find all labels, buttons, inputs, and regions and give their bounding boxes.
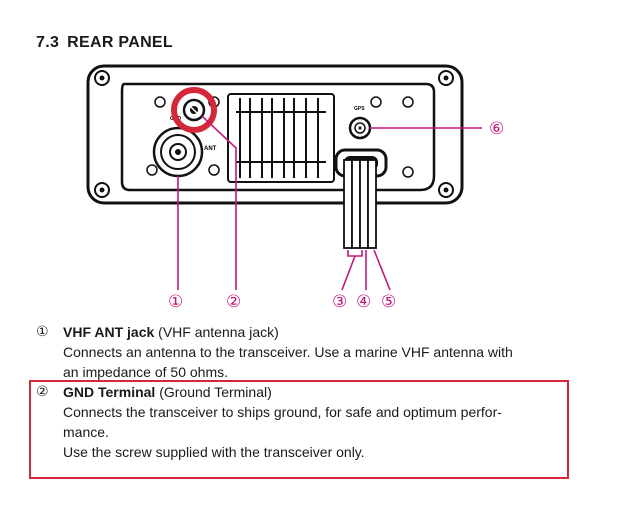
gps-label: GPS [354,106,365,112]
gnd-terminal-icon [182,98,206,122]
gnd-highlight-circle [171,87,217,133]
item-name: VHF ANT jack [63,324,155,340]
item-subtitle: (VHF antenna jack) [158,324,279,340]
item-description-line: Use the screw supplied with the transcei… [63,444,365,460]
gps-connector-icon [348,116,372,140]
callout-4: ④ [356,292,371,312]
item-heading: GND Terminal (Ground Terminal) [63,382,272,402]
callout-1: ① [168,292,183,312]
callout-6: ⑥ [489,119,504,139]
power-cables [343,159,377,249]
panel-housing [86,64,464,205]
section-number: 7.3 [36,34,60,51]
ant-label: ANT [204,146,217,152]
item-description-line: mance. [63,424,109,440]
item-heading: VHF ANT jack (VHF antenna jack) [63,322,279,342]
callout-leaders [177,115,482,291]
callout-3: ③ [332,292,347,312]
rear-panel-diagram: ANT GND GPS ① ② ③ ④ ⑤ ⑥ [86,64,504,312]
vhf-ant-jack-icon [152,126,204,178]
item-description-line: Connects the transceiver to ships ground… [63,404,502,420]
item-description: Connects the transceiver to ships ground… [63,402,593,462]
heat-sink [227,93,335,183]
item-description-line: an impedance of 50 ohms. [63,364,228,380]
mounting-screw-icon [94,70,110,86]
callout-5: ⑤ [381,292,396,312]
item-mark: ② [36,384,49,400]
item-mark: ① [36,324,49,340]
section-name: REAR PANEL [67,34,173,51]
mounting-screw-icon [438,182,454,198]
callout-2: ② [226,292,241,312]
item-name: GND Terminal [63,384,156,400]
item-description-line: Connects an antenna to the transceiver. … [63,344,513,360]
mounting-screw-icon [438,70,454,86]
item-subtitle: (Ground Terminal) [159,384,272,400]
mounting-screw-icon [94,182,110,198]
section-title: 7.3 REAR PANEL [36,34,173,52]
item-description: Connects an antenna to the transceiver. … [63,342,593,382]
inner-plate [120,82,436,192]
gnd-highlight-box [29,380,569,479]
